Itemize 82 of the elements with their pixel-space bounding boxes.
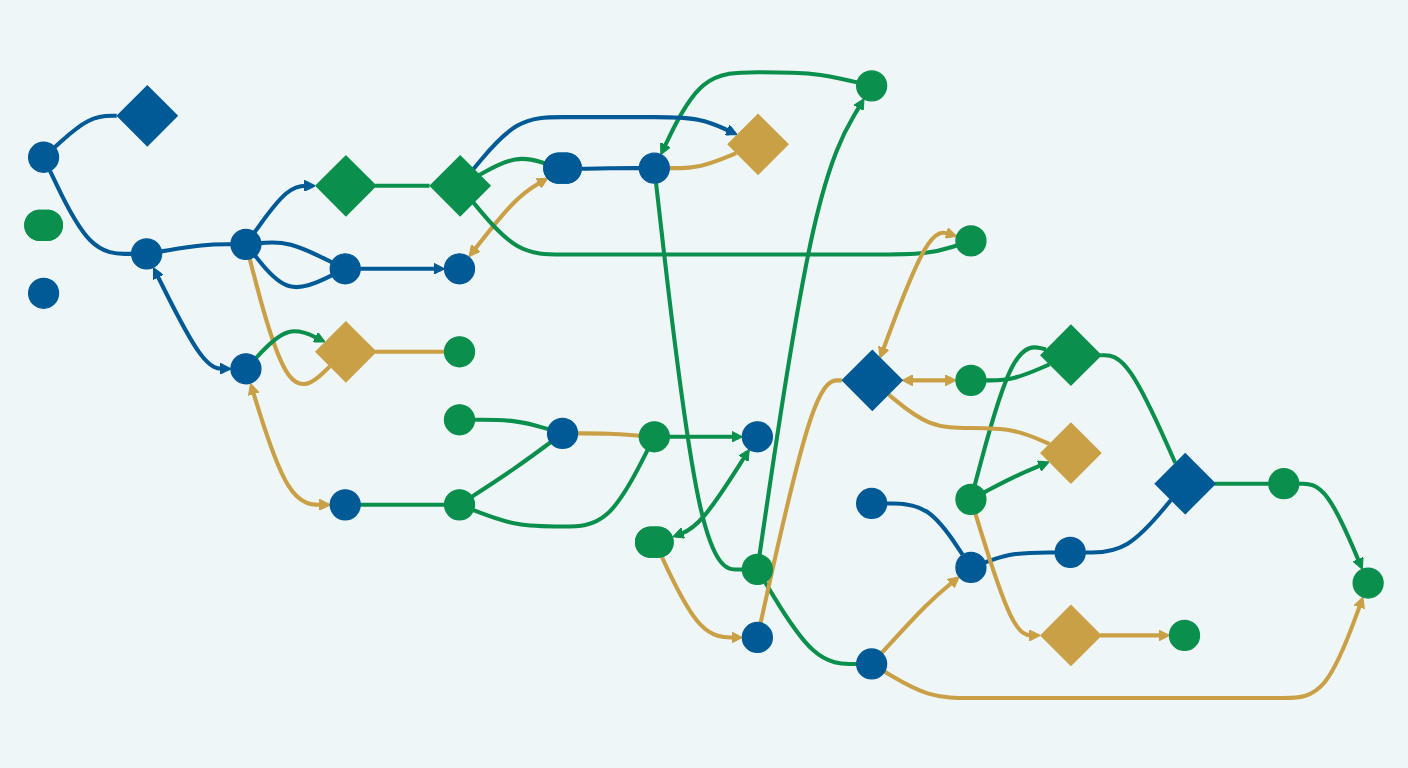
arrow <box>660 556 743 643</box>
arrow <box>901 373 957 386</box>
arrow <box>660 69 858 155</box>
node-circle <box>741 621 773 653</box>
connector <box>886 391 1051 446</box>
connector <box>260 239 333 264</box>
arrow <box>253 179 316 233</box>
connector <box>654 182 743 572</box>
connector <box>1214 481 1269 486</box>
connector <box>984 549 1056 564</box>
node-circle <box>856 647 888 680</box>
node-diamond <box>315 320 377 383</box>
node-circle <box>856 487 888 519</box>
node-circle <box>443 335 476 367</box>
node-circle <box>955 483 987 515</box>
node-circle <box>546 417 579 449</box>
node-diamond <box>841 349 904 411</box>
node-diamond <box>1040 604 1102 666</box>
node-circle <box>230 228 262 260</box>
arrow <box>1298 481 1364 570</box>
node-circle <box>741 420 773 452</box>
arrow <box>254 328 326 359</box>
connector <box>886 500 965 556</box>
node-circle <box>741 553 773 585</box>
connector <box>577 430 640 438</box>
node-circle <box>131 237 163 270</box>
node-circle <box>443 252 476 284</box>
connector <box>161 241 231 253</box>
connector <box>375 349 445 354</box>
arrow <box>757 97 865 555</box>
arrow <box>672 448 750 539</box>
connector <box>763 580 857 666</box>
node-circle <box>1268 467 1300 499</box>
node-circle <box>27 277 60 309</box>
connector <box>471 200 958 257</box>
arrow <box>468 177 549 257</box>
connector <box>1100 352 1178 464</box>
arrow <box>248 382 331 511</box>
node-circle <box>955 224 987 257</box>
connector <box>1085 498 1173 555</box>
arrow <box>152 266 232 375</box>
node-circle <box>955 364 987 396</box>
node-diamond <box>315 154 377 217</box>
node-circle <box>638 152 670 184</box>
connector <box>470 440 552 498</box>
node-circle <box>443 488 476 520</box>
node-circle <box>27 141 60 173</box>
node-diamond <box>1040 421 1102 484</box>
arrow <box>471 114 738 171</box>
connector <box>472 448 650 529</box>
node-diamond <box>1040 323 1102 386</box>
node-circle <box>230 352 262 384</box>
connector <box>669 150 738 170</box>
node-diamond <box>727 113 789 175</box>
arrow <box>880 575 960 654</box>
arrow <box>973 512 1041 641</box>
connector <box>972 344 1047 485</box>
node-diamond <box>429 154 492 217</box>
connector <box>985 362 1051 382</box>
node-diamond <box>116 84 179 147</box>
node-circle <box>1352 566 1384 599</box>
node-circle <box>638 420 670 452</box>
arrow <box>669 430 743 443</box>
connector <box>247 257 332 386</box>
connector <box>360 502 445 507</box>
node-circle <box>329 252 361 284</box>
connector <box>48 169 132 256</box>
node-circle <box>1054 536 1086 568</box>
connector <box>375 183 430 188</box>
node-circle <box>1168 619 1201 651</box>
connector <box>253 254 333 289</box>
node-circle <box>955 551 987 583</box>
node-circle <box>329 488 361 520</box>
node-diamond <box>1154 452 1217 515</box>
connector <box>581 165 640 171</box>
connector <box>53 113 117 149</box>
arrow <box>878 226 958 359</box>
connector <box>474 417 549 431</box>
node-circle <box>443 403 476 435</box>
arrow <box>883 596 1365 700</box>
node-circle <box>856 69 888 102</box>
arrow <box>983 460 1050 494</box>
